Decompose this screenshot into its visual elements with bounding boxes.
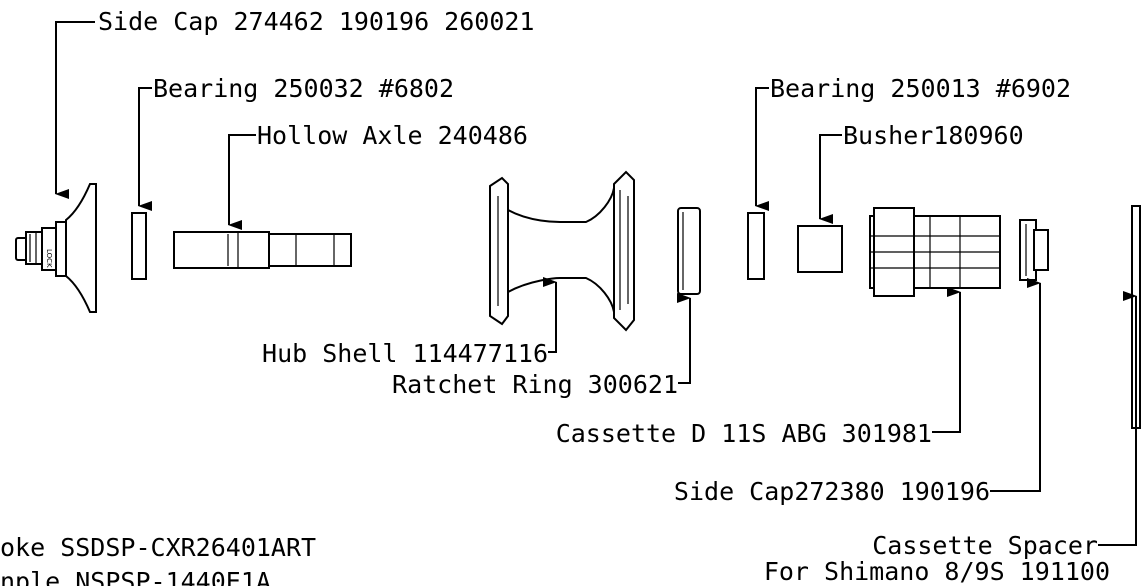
leader-hub-shell <box>543 277 557 353</box>
right-bearing <box>747 212 765 280</box>
leader-busher <box>819 134 842 224</box>
leader-cassette-spacer <box>1098 291 1137 546</box>
leader-hollow-axle <box>228 134 256 230</box>
leader-bearing-right <box>755 87 769 211</box>
label-nipple: nple NSPSP-1440E1A <box>0 567 271 586</box>
ratchet-ring <box>677 207 701 295</box>
label-ratchet-ring: Ratchet Ring 300621 <box>392 370 678 399</box>
label-bearing-left: Bearing 250032 #6802 <box>153 74 454 103</box>
label-hollow-axle: Hollow Axle 240486 <box>257 121 528 150</box>
label-side-cap-right: Side Cap272380 190196 <box>674 477 990 506</box>
label-bearing-right: Bearing 250013 #6902 <box>770 74 1071 103</box>
leader-ratchet-ring <box>677 293 691 384</box>
leader-side-cap-left <box>55 21 95 199</box>
left-bearing <box>131 212 147 280</box>
leader-cassette-d <box>932 287 961 433</box>
freehub-body <box>869 207 1001 297</box>
label-side-cap-left: Side Cap 274462 190196 260021 <box>98 7 535 36</box>
hub-shell <box>489 170 635 332</box>
label-spoke: oke SSDSP-CXR26401ART <box>0 533 316 562</box>
label-busher: Busher180960 <box>843 121 1024 150</box>
hollow-axle <box>173 231 352 269</box>
label-cassette-d: Cassette D 11S ABG 301981 <box>556 419 932 448</box>
label-hub-shell: Hub Shell 114477116 <box>262 339 548 368</box>
label-cassette-spacer-line2: For Shimano 8/9S 191100 <box>764 557 1110 586</box>
busher <box>797 225 843 273</box>
leader-side-cap-right <box>990 278 1041 492</box>
left-side-cap: LOCK <box>15 183 97 313</box>
leader-bearing-left <box>138 87 152 211</box>
right-side-cap <box>1019 219 1049 281</box>
label-cassette-spacer-line1: Cassette Spacer <box>872 531 1098 560</box>
side-cap-marking: LOCK <box>45 249 53 268</box>
